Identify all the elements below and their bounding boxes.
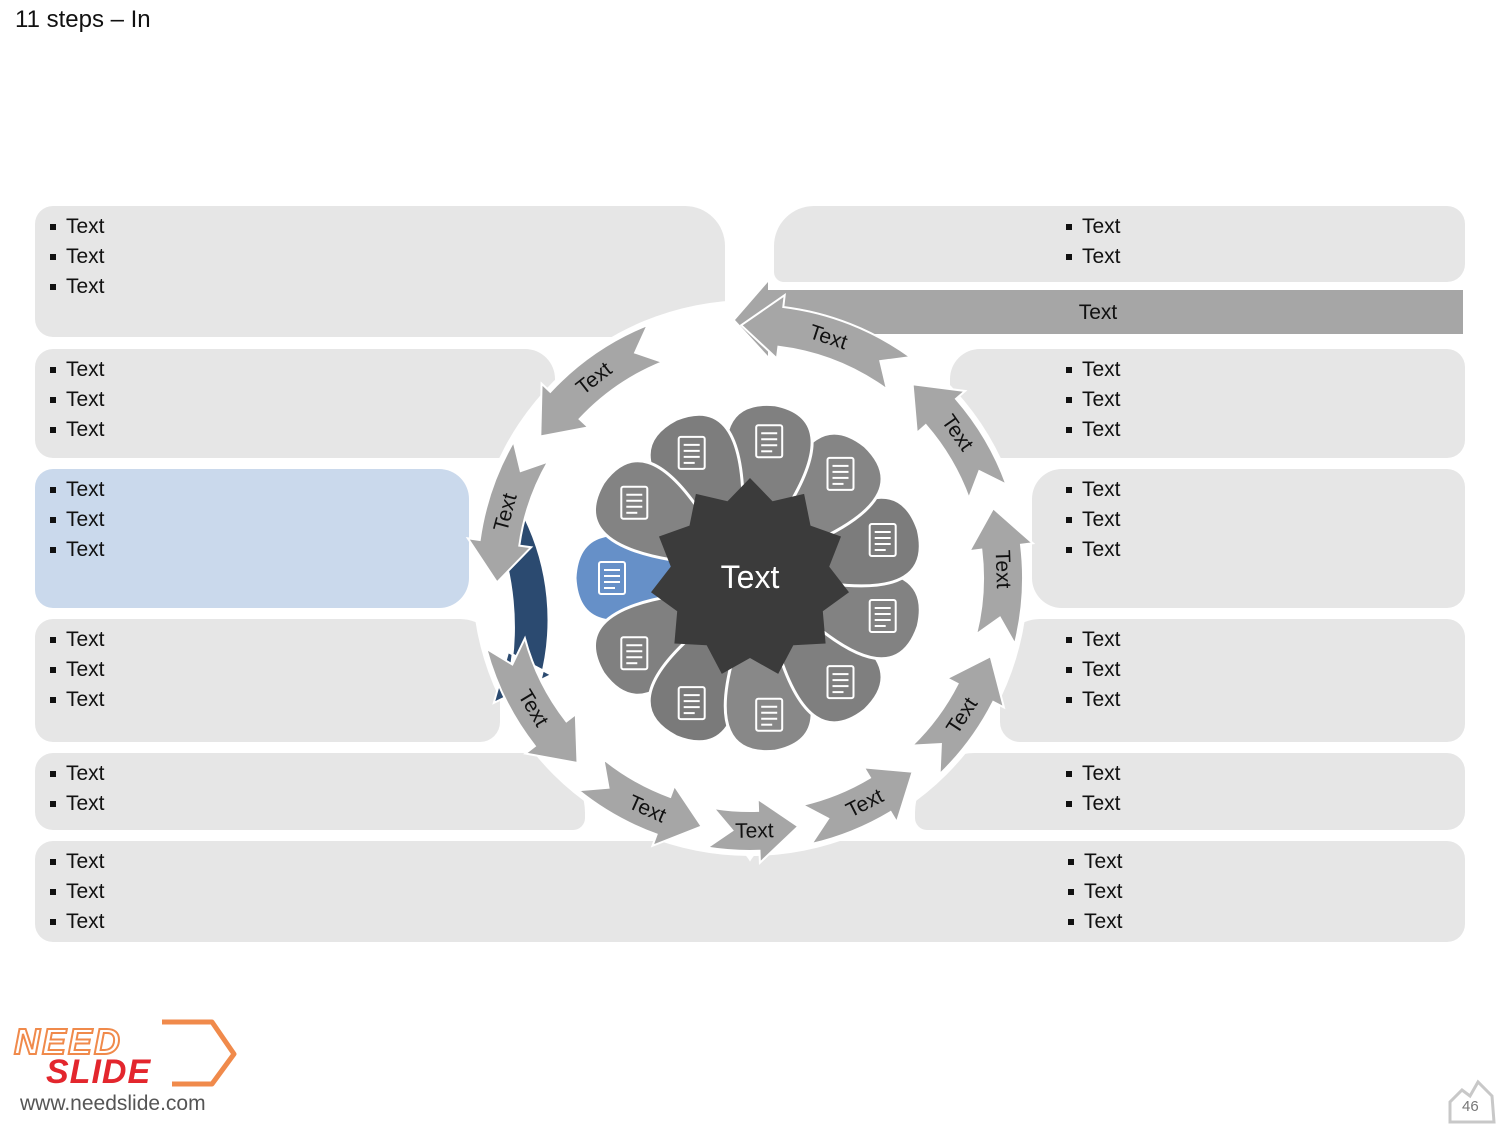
bullet: Text <box>48 847 105 877</box>
bullet: Text <box>48 535 105 565</box>
bullet: Text <box>48 415 105 445</box>
bullet: Text <box>1064 535 1121 565</box>
bullet: Text <box>1064 789 1121 819</box>
step-label-4: Text <box>735 819 774 843</box>
bullet: Text <box>1064 505 1121 535</box>
bullet: Text <box>1064 212 1121 242</box>
ring-arrow-step-7 <box>967 506 1036 647</box>
text-panel-left-5: Text Text <box>35 753 585 830</box>
bullet: Text <box>48 212 105 242</box>
bullet: Text <box>48 385 105 415</box>
needslide-logo: NEED SLIDE <box>13 1019 237 1090</box>
step-label-7: Text <box>991 550 1015 589</box>
slide-title: 11 steps – In <box>15 6 151 33</box>
bullet: Text <box>48 505 105 535</box>
bullet: Text <box>48 685 105 715</box>
bullet: Text <box>1064 355 1121 385</box>
logo-text-slide: SLIDE <box>46 1053 151 1090</box>
bullet: Text <box>1064 655 1121 685</box>
bullet: Text <box>1064 685 1121 715</box>
ring-arrow-step-4 <box>704 796 800 866</box>
bullet: Text <box>48 789 105 819</box>
center-star <box>651 478 849 674</box>
bullet: Text <box>48 475 105 505</box>
bullet: Text <box>1064 475 1121 505</box>
bullet: Text <box>1066 907 1123 937</box>
bullet: Text <box>1064 242 1121 272</box>
bullet: Text <box>1066 877 1123 907</box>
logo-text-need: NEED <box>14 1021 122 1062</box>
bullet: Text <box>48 625 105 655</box>
page-badge-icon <box>1448 1079 1496 1124</box>
website-url[interactable]: www.needslide.com <box>20 1092 206 1115</box>
bullet: Text <box>48 242 105 272</box>
text-panel-right-5: Text Text <box>915 753 1465 830</box>
bullet: Text <box>1066 847 1123 877</box>
ring-arrow-step-8 <box>911 383 1009 502</box>
text-panel-left-2: Text Text Text <box>35 349 555 458</box>
bullet: Text <box>1064 385 1121 415</box>
bullet: Text <box>48 272 105 302</box>
ring-arrows: TextTextTextTextTextTextTextTextTextText… <box>465 293 1036 866</box>
bullet: Text <box>48 907 105 937</box>
bullet: Text <box>1064 415 1121 445</box>
ring-arrow-step-3 <box>575 756 704 848</box>
text-panel-right-6: Text Text Text <box>745 841 1465 942</box>
ring-arrow-step-6 <box>909 654 1006 777</box>
center-label: Text <box>721 559 780 595</box>
header-bar-arrow <box>735 282 1463 356</box>
header-bar-label: Text <box>1079 301 1118 324</box>
ring-arrow-step-11 <box>539 323 666 438</box>
ring-arrow-step-2 <box>484 635 579 765</box>
text-panel-left-4: Text Text Text <box>35 619 500 742</box>
ring-arrow-step-5 <box>799 766 914 846</box>
page-number: 46 <box>1462 1098 1479 1115</box>
bullet: Text <box>48 655 105 685</box>
bullet: Text <box>1064 625 1121 655</box>
text-panel-left-3: Text Text Text <box>35 469 469 608</box>
text-panel-left-1: Text Text Text <box>35 206 725 337</box>
text-panel-right-2: Text Text Text <box>950 349 1465 458</box>
bullet: Text <box>48 355 105 385</box>
ring-arrow-step-9 <box>739 293 914 392</box>
text-panel-right-3: Text Text Text <box>1032 469 1465 608</box>
bullet: Text <box>1064 759 1121 789</box>
ring-arrow-step-10 <box>465 438 551 584</box>
text-panel-left-6: Text Text Text <box>35 841 755 942</box>
bullet: Text <box>48 759 105 789</box>
text-panel-right-4: Text Text Text <box>1000 619 1465 742</box>
text-panel-right-1: Text Text <box>774 206 1465 282</box>
bullet: Text <box>48 877 105 907</box>
